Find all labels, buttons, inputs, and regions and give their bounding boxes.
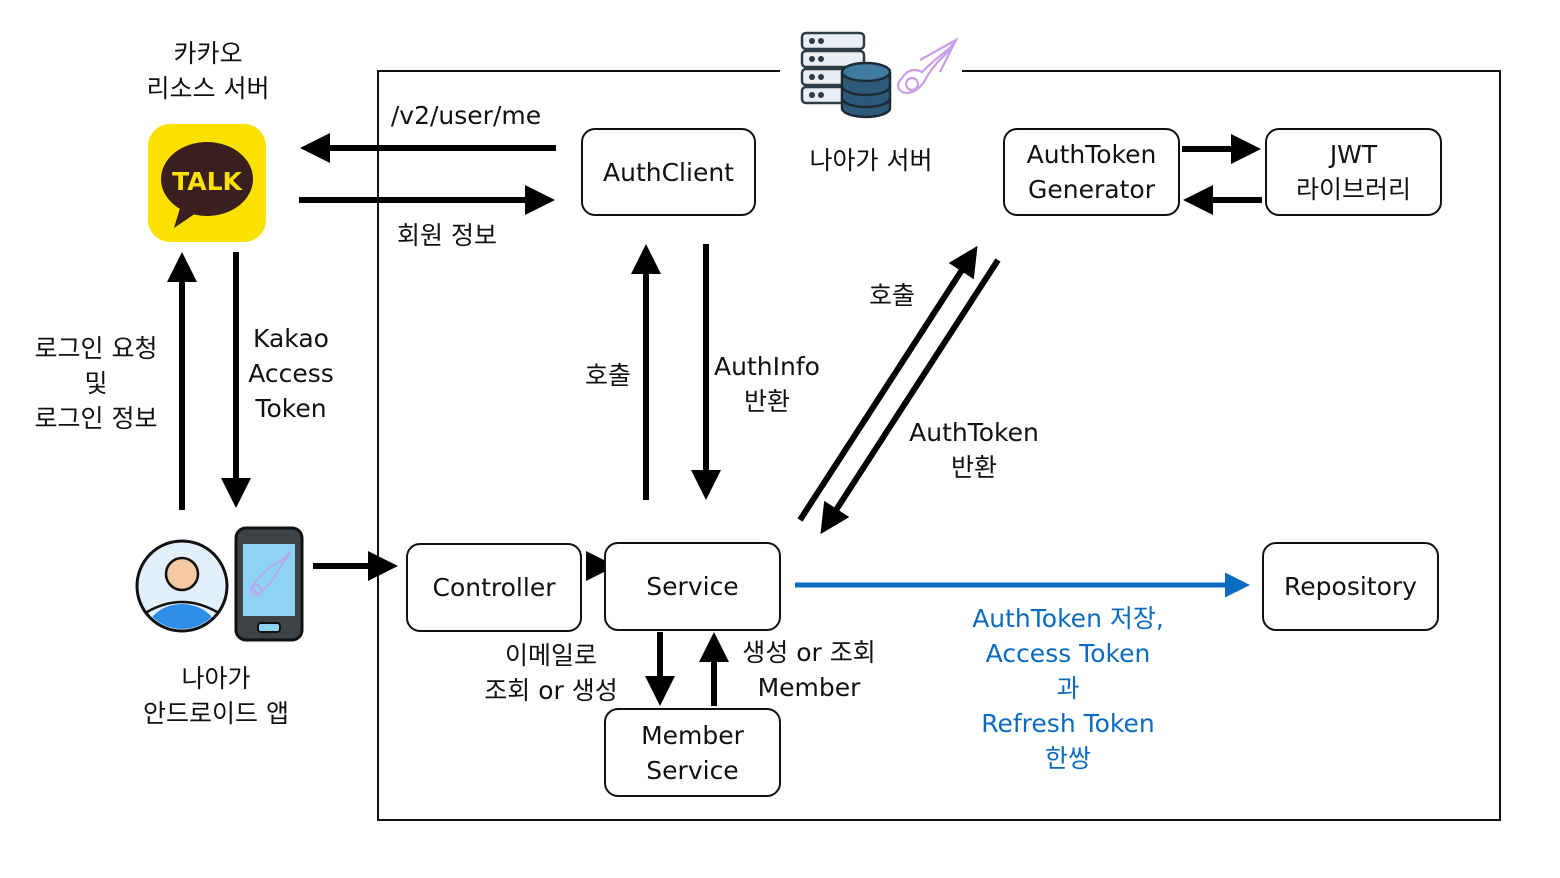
authtoken-generator-box: AuthToken Generator xyxy=(1003,128,1180,216)
repository-label: Repository xyxy=(1284,572,1417,601)
server-title: 나아가 서버 xyxy=(790,143,952,178)
authtoken-generator-label-line2: Generator xyxy=(1028,175,1155,204)
member-service-label-line2: Service xyxy=(646,755,739,785)
save-tokens-line2: Access Token xyxy=(985,639,1151,668)
login-request-label: 로그인 요청 및 로그인 정보 xyxy=(20,331,172,436)
login-request-line3: 로그인 정보 xyxy=(34,404,158,433)
android-app-label: 나아가 안드로이드 앱 xyxy=(126,661,306,731)
arrow-call-token-generator xyxy=(797,245,978,522)
kakao-access-token-label: Kakao Access Token xyxy=(238,321,344,426)
create-or-lookup-label: 생성 or 조회 Member xyxy=(732,635,886,705)
arrow-authtoken-return xyxy=(820,258,1001,535)
api-path-text: /v2/user/me xyxy=(390,101,542,130)
naaga-logo-icon xyxy=(896,37,959,94)
save-tokens-line1: AuthToken 저장, xyxy=(972,604,1164,633)
server-database-icon xyxy=(800,31,892,119)
save-tokens-line3: 과 xyxy=(1056,674,1080,703)
kakao-server-label-line2: 리소스 서버 xyxy=(146,74,270,103)
save-tokens-line4: Refresh Token xyxy=(981,709,1155,738)
smartphone-icon xyxy=(234,526,304,642)
create-or-lookup-line2: Member xyxy=(757,673,861,702)
member-service-label-line1: Member xyxy=(641,720,744,750)
android-app-line2: 안드로이드 앱 xyxy=(143,699,289,728)
server-title-text: 나아가 서버 xyxy=(809,146,933,175)
authclient-box: AuthClient xyxy=(581,128,756,216)
kakao-talk-logo-text: TALK xyxy=(172,167,243,196)
member-service-box: Member Service xyxy=(604,708,781,797)
authinfo-return-label: AuthInfo 반환 xyxy=(706,349,828,419)
authclient-label: AuthClient xyxy=(603,157,734,187)
kakao-talk-icon: TALK xyxy=(148,124,266,242)
authinfo-return-line1: AuthInfo xyxy=(714,352,820,381)
jwt-library-box: JWT 라이브러리 xyxy=(1265,128,1442,216)
user-avatar-icon xyxy=(135,539,229,633)
authtoken-return-label: AuthToken 반환 xyxy=(896,415,1052,485)
repository-box: Repository xyxy=(1262,542,1439,631)
member-info-label: 회원 정보 xyxy=(376,218,518,253)
flow-arrows xyxy=(167,133,1262,706)
lookup-by-email-label: 이메일로 조회 or 생성 xyxy=(474,638,628,708)
authtoken-return-line1: AuthToken xyxy=(909,418,1039,447)
call-token-label: 호출 xyxy=(856,278,928,313)
lookup-by-email-line1: 이메일로 xyxy=(504,641,597,670)
controller-box: Controller xyxy=(406,543,582,632)
kakao-access-token-line3: Token xyxy=(255,394,327,423)
controller-label: Controller xyxy=(432,573,556,602)
login-request-line2: 및 xyxy=(84,369,108,398)
kakao-access-token-line2: Access xyxy=(248,359,334,388)
authtoken-return-line2: 반환 xyxy=(950,453,997,482)
save-tokens-label: AuthToken 저장, Access Token 과 Refresh Tok… xyxy=(950,601,1186,776)
jwt-library-label-line1: JWT xyxy=(1329,140,1378,169)
kakao-server-label: 카카오 리소스 서버 xyxy=(128,36,288,106)
api-path-label: /v2/user/me xyxy=(380,98,552,133)
server-container xyxy=(377,70,1501,821)
authtoken-generator-label-line1: AuthToken xyxy=(1026,140,1157,169)
service-label: Service xyxy=(646,572,739,601)
authinfo-return-line2: 반환 xyxy=(743,387,790,416)
create-or-lookup-line1: 생성 or 조회 xyxy=(742,638,876,667)
call-label: 호출 xyxy=(572,358,644,393)
save-tokens-line5: 한쌍 xyxy=(1044,744,1091,773)
call-token-text: 호출 xyxy=(868,281,915,310)
kakao-server-label-line1: 카카오 xyxy=(173,39,243,68)
member-info-text: 회원 정보 xyxy=(397,221,497,250)
lookup-by-email-line2: 조회 or 생성 xyxy=(484,676,618,705)
service-box: Service xyxy=(604,542,781,631)
login-request-line1: 로그인 요청 xyxy=(34,334,158,363)
jwt-library-label-line2: 라이브러리 xyxy=(1295,175,1411,204)
android-app-line1: 나아가 xyxy=(181,664,251,693)
kakao-access-token-line1: Kakao xyxy=(253,324,329,353)
call-text: 호출 xyxy=(584,361,631,390)
